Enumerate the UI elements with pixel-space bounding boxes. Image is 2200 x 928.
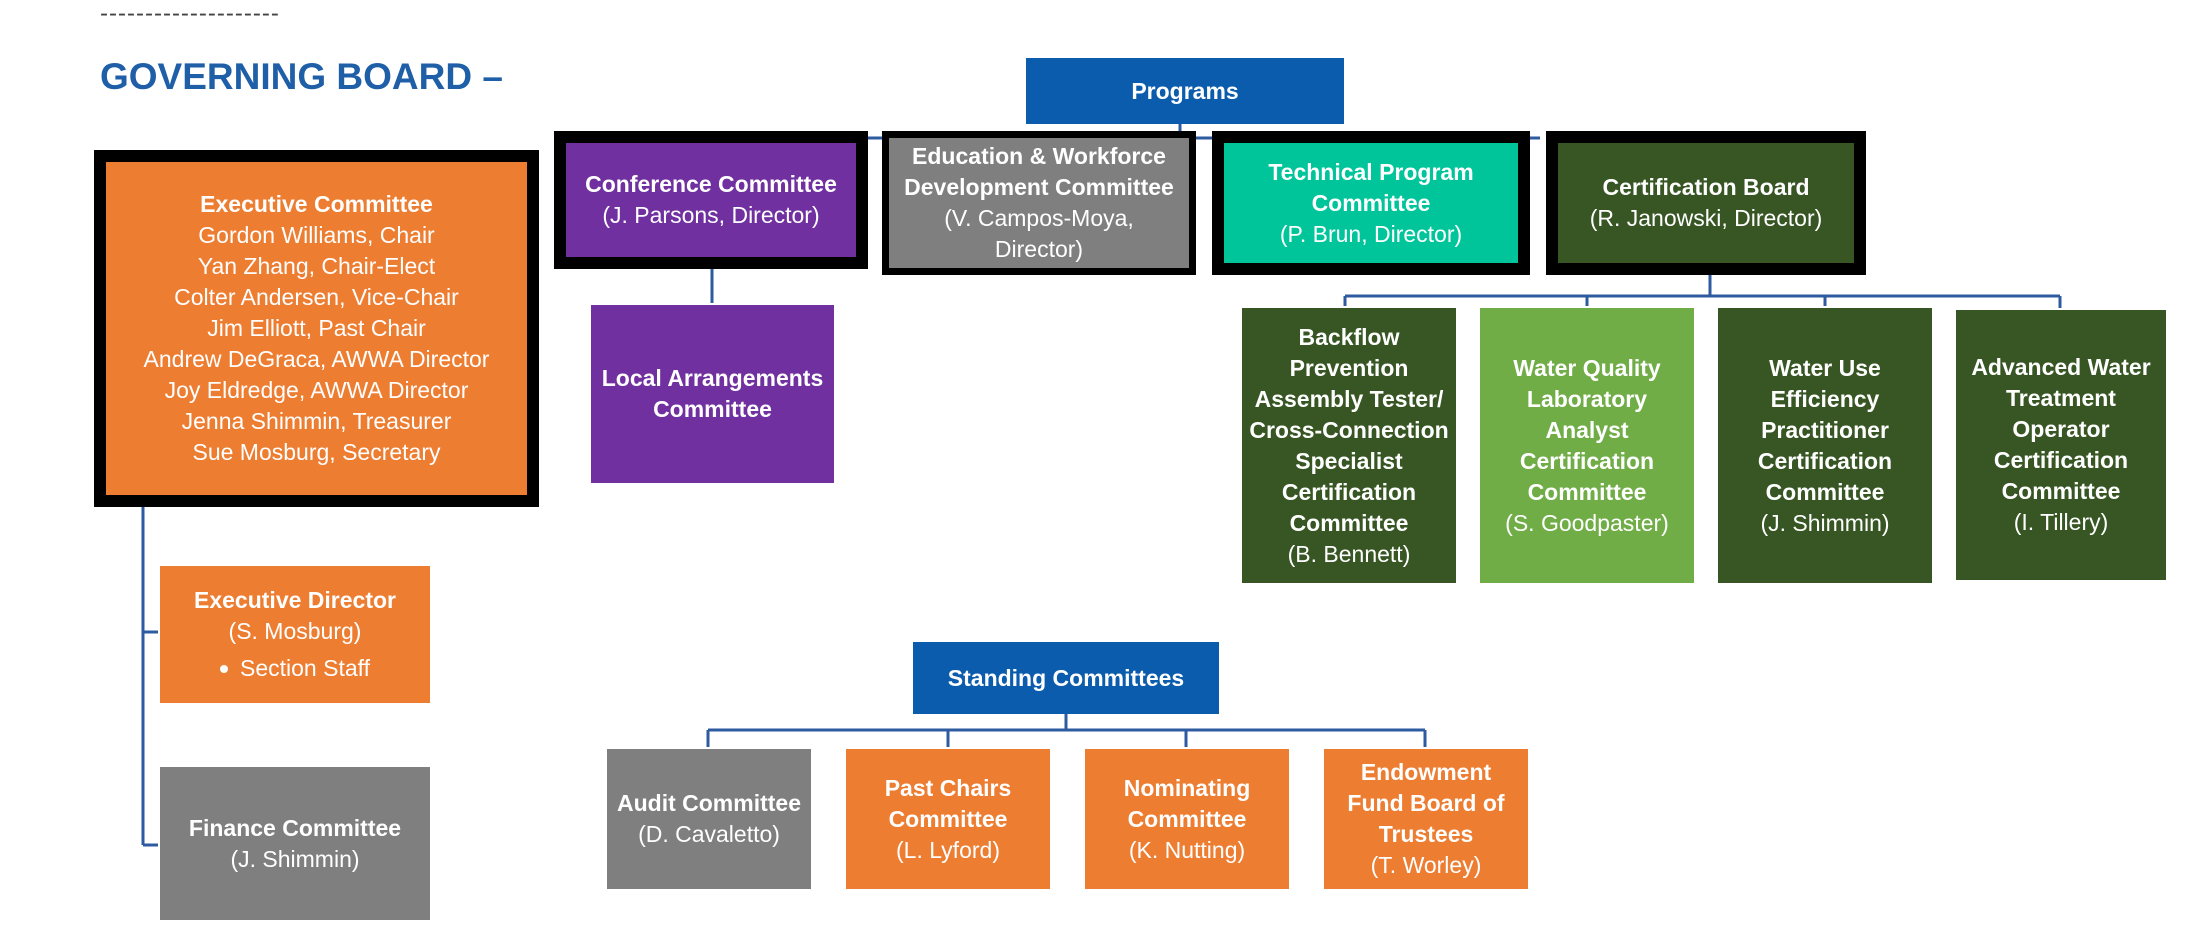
water-quality-line-3: Analyst [1545,416,1629,443]
local-title-line-2: Committee [653,396,772,422]
water-use-line-3: Practitioner [1761,416,1889,443]
executive-member-7: Jenna Shimmin, Treasurer [181,408,452,434]
water-use-sub: (J. Shimmin) [1760,509,1890,536]
technical-title-line-2: Committee [1311,189,1431,216]
header-dashes: -------------------- [100,0,280,27]
nominating-committee-box: Nominating Committee (K. Nutting) [1085,749,1289,889]
past-chairs-committee-box: Past Chairs Committee (L. Lyford) [846,749,1050,889]
executive-director-title: Executive Director [194,587,396,613]
water-quality-line-5: Committee [1527,478,1647,505]
past-chairs-sub: (L. Lyford) [896,836,1000,863]
conference-committee-box: Conference Committee (J. Parsons, Direct… [566,143,856,257]
education-title-line-2: Development Committee [904,174,1174,200]
executive-member-8: Sue Mosburg, Secretary [192,439,441,465]
water-use-line-2: Efficiency [1770,385,1880,412]
executive-director-sub: (S. Mosburg) [228,618,362,644]
advanced-line-5: Committee [2001,478,2121,504]
bullet-icon [220,664,228,673]
endowment-line-2: Fund Board of [1347,790,1505,816]
education-sub-line-2: Director) [994,236,1084,262]
backflow-line-2: Prevention [1289,354,1409,381]
page-title: GOVERNING BOARD – [100,56,503,97]
executive-committee-box: Executive Committee Gordon Williams, Cha… [106,162,527,495]
backflow-line-4: Cross-Connection [1249,416,1449,443]
water-quality-line-1: Water Quality [1513,354,1661,381]
backflow-line-5: Specialist [1295,447,1403,474]
executive-member-2: Yan Zhang, Chair-Elect [197,253,436,279]
water-use-line-1: Water Use [1769,354,1881,381]
audit-committee-sub: (D. Cavaletto) [638,821,780,847]
finance-committee-box: Finance Committee (J. Shimmin) [160,767,430,920]
executive-member-4: Jim Elliott, Past Chair [207,315,426,341]
water-use-line-4: Certification [1757,447,1893,474]
backflow-committee-box: Backflow Prevention Assembly Tester/ Cro… [1242,308,1456,583]
water-quality-line-2: Laboratory [1526,385,1648,412]
water-use-line-5: Committee [1765,478,1885,505]
technical-program-box: Technical Program Committee (P. Brun, Di… [1224,143,1518,263]
education-title-line-1: Education & Workforce [912,143,1166,169]
endowment-line-3: Trustees [1378,821,1474,847]
executive-member-6: Joy Eldredge, AWWA Director [164,377,469,403]
nominating-sub: (K. Nutting) [1128,836,1246,863]
executive-member-1: Gordon Williams, Chair [198,222,435,248]
programs-title: Programs [1131,77,1239,104]
nominating-line-1: Nominating [1123,774,1251,801]
backflow-line-6: Certification [1281,478,1417,505]
advanced-line-4: Certification [1993,447,2129,473]
local-title-line-1: Local Arrangements [601,365,824,391]
certification-board-box: Certification Board (R. Janowski, Direct… [1558,143,1854,263]
executive-member-5: Andrew DeGraca, AWWA Director [143,346,490,372]
water-quality-line-4: Certification [1519,447,1655,474]
education-committee-box: Education & Workforce Development Commit… [889,138,1189,268]
water-quality-sub: (S. Goodpaster) [1505,509,1669,536]
water-use-committee-box: Water Use Efficiency Practitioner Certif… [1718,308,1932,583]
nominating-line-2: Committee [1127,805,1247,832]
finance-committee-title: Finance Committee [188,814,402,841]
backflow-line-7: Committee [1289,509,1409,536]
backflow-line-1: Backflow [1298,323,1400,350]
finance-committee-sub: (J. Shimmin) [230,845,360,872]
past-chairs-line-1: Past Chairs [884,774,1012,801]
conference-committee-title: Conference Committee [585,171,837,197]
audit-committee-title: Audit Committee [617,790,801,816]
advanced-line-1: Advanced Water [1971,354,2151,380]
standing-committees-box: Standing Committees [913,642,1219,714]
local-arrangements-box: Local Arrangements Committee [591,305,834,483]
technical-title-line-1: Technical Program [1268,158,1474,185]
backflow-line-3: Assembly Tester/ [1254,385,1444,412]
endowment-line-1: Endowment [1360,759,1492,785]
executive-committee-title: Executive Committee [200,191,433,217]
certification-board-title: Certification Board [1602,174,1810,200]
executive-director-box: Executive Director (S. Mosburg) Section … [160,566,430,703]
conference-committee-sub: (J. Parsons, Director) [602,202,820,228]
education-sub-line-1: (V. Campos-Moya, [944,205,1134,231]
section-staff-label: Section Staff [240,655,370,681]
executive-member-3: Colter Andersen, Vice-Chair [174,284,459,310]
advanced-water-committee-box: Advanced Water Treatment Operator Certif… [1956,310,2166,580]
programs-box: Programs [1026,58,1344,124]
advanced-sub: (I. Tillery) [2013,509,2109,535]
certification-board-sub: (R. Janowski, Director) [1589,205,1823,231]
standing-committees-title: Standing Committees [947,664,1185,691]
past-chairs-line-2: Committee [888,805,1008,832]
water-quality-committee-box: Water Quality Laboratory Analyst Certifi… [1480,308,1694,583]
backflow-sub: (B. Bennett) [1287,540,1411,567]
section-staff-item: Section Staff [220,653,370,684]
endowment-fund-box: Endowment Fund Board of Trustees (T. Wor… [1324,749,1528,889]
audit-committee-box: Audit Committee (D. Cavaletto) [607,749,811,889]
endowment-sub: (T. Worley) [1370,852,1482,878]
advanced-line-3: Operator [2012,416,2110,442]
technical-program-sub: (P. Brun, Director) [1279,220,1463,247]
advanced-line-2: Treatment [2006,385,2116,411]
